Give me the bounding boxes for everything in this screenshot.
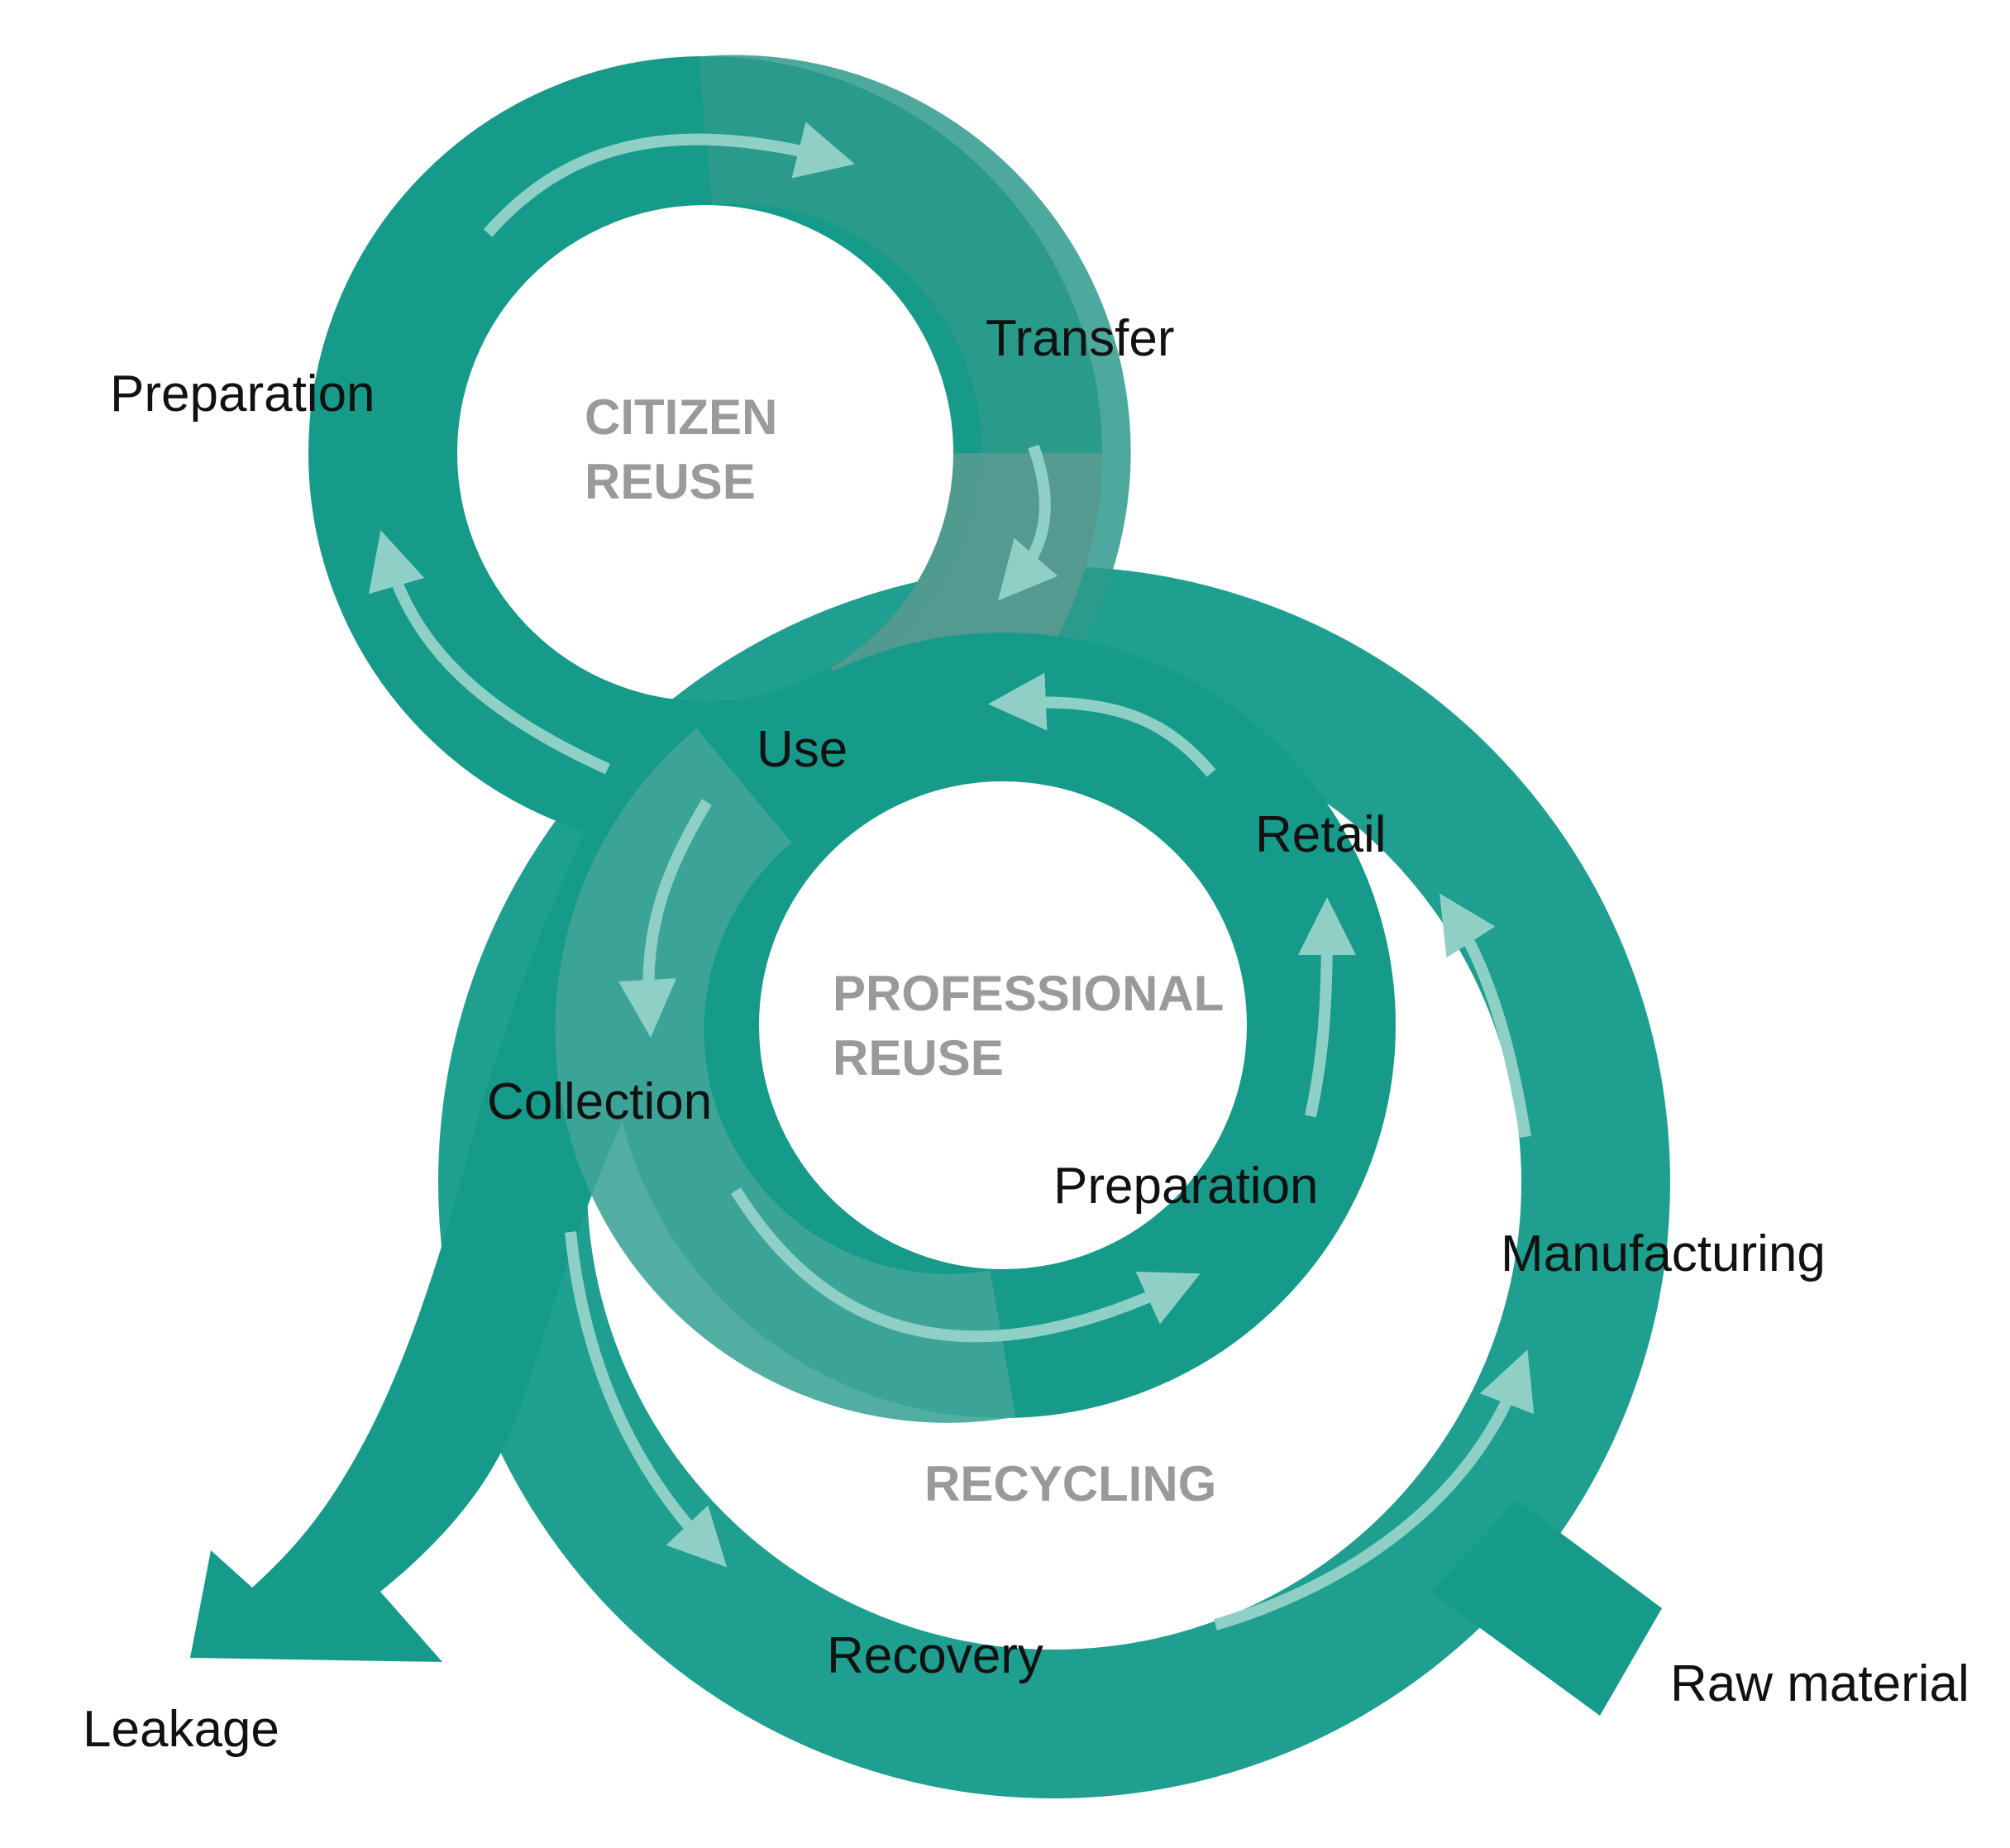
- flow-arrow-prep-to-retail: [1297, 897, 1356, 1118]
- flow-arrow-use-to-preparation: [368, 530, 610, 775]
- recycling-title: RECYCLING: [924, 1456, 1216, 1511]
- flow-arrow-retail-to-use: [988, 672, 1216, 777]
- label-preparation-citizen: Preparation: [110, 365, 375, 423]
- citizen-reuse-title-line2: REUSE: [585, 454, 756, 509]
- citizen-reuse-title-line1: CITIZEN: [585, 389, 777, 445]
- label-recovery: Recovery: [827, 1627, 1043, 1684]
- label-raw-material: Raw material: [1670, 1655, 1969, 1712]
- flow-arrow-manufacturing-to-retail: [1439, 893, 1531, 1139]
- flow-arrow-recovery-to-manufacturing: [1214, 1349, 1535, 1631]
- flow-arrow-transfer-to-use: [997, 444, 1058, 601]
- flow-arrow-collection-to-recovery: [565, 1231, 728, 1568]
- label-leakage: Leakage: [83, 1701, 279, 1758]
- flow-arrow-preparation-to-transfer: [483, 122, 855, 237]
- professional-reuse-title-line1: PROFESSIONAL: [833, 966, 1224, 1021]
- flow-arrow-collection-to-preparation: [731, 1187, 1201, 1343]
- label-preparation-professional: Preparation: [1053, 1158, 1319, 1215]
- label-use: Use: [757, 721, 847, 778]
- flow-arrow-use-to-collection: [618, 799, 712, 1038]
- label-collection: Collection: [487, 1073, 712, 1130]
- label-retail: Retail: [1255, 806, 1387, 863]
- label-manufacturing: Manufacturing: [1501, 1225, 1826, 1282]
- professional-reuse-title-line2: REUSE: [833, 1030, 1004, 1086]
- label-transfer: Transfer: [986, 310, 1175, 367]
- raw-material-input: [1430, 1501, 1662, 1716]
